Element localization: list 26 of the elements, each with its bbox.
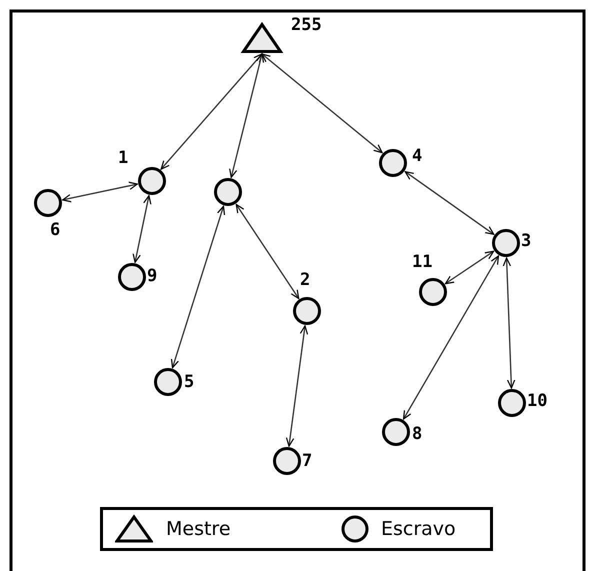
node-number: 3: [521, 231, 532, 251]
node-number: 6: [50, 220, 60, 240]
legend-label: Escravo: [381, 518, 456, 540]
double-arrow: [62, 182, 138, 202]
double-arrow: [261, 53, 383, 154]
node-number: 255: [291, 15, 322, 35]
double-arrow: [229, 53, 264, 178]
node-number: 11: [412, 252, 432, 272]
node-number: 5: [184, 372, 194, 392]
node-number: 10: [527, 391, 548, 411]
node-number: 9: [147, 266, 158, 286]
double-arrow: [236, 204, 300, 300]
double-arrow: [170, 206, 226, 368]
double-arrow: [286, 325, 308, 447]
node-number: 7: [302, 451, 312, 471]
legend-label: Mestre: [166, 518, 231, 540]
double-arrow: [160, 53, 263, 170]
double-arrow: [502, 257, 516, 389]
double-arrow: [444, 250, 494, 284]
double-arrow: [132, 195, 152, 263]
node-number: 2: [300, 270, 310, 290]
double-arrow: [402, 255, 500, 420]
double-arrow: [404, 171, 494, 235]
node-number: 8: [412, 424, 422, 444]
node-number: 4: [412, 146, 422, 166]
node-number: 1: [118, 148, 128, 168]
